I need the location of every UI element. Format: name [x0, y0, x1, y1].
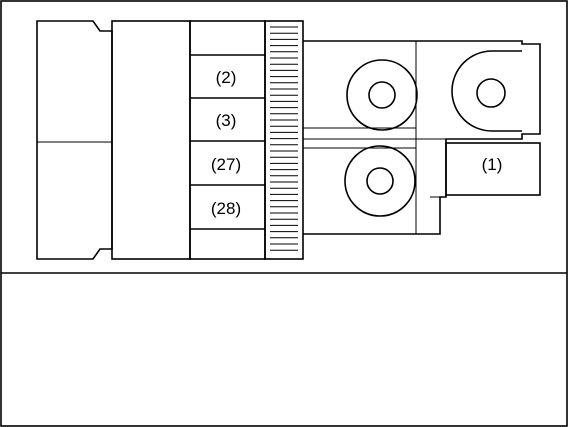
label-slot-28: (28): [211, 199, 241, 218]
label-item-1: (1): [482, 155, 503, 174]
upper-fastener-outer: [346, 59, 418, 131]
upper-fastener-inner: [368, 81, 396, 109]
connector-body: [111, 20, 191, 260]
mounting-tab: [451, 50, 522, 132]
rib-lines: [270, 26, 298, 251]
label-slot-27: (27): [211, 155, 241, 174]
bracket-plate: [303, 40, 541, 235]
label-slot-3: (3): [216, 111, 237, 130]
lower-fastener-outer: [344, 145, 416, 217]
left-plug-housing: [36, 20, 113, 260]
label-slot-2: (2): [216, 68, 237, 87]
item-1-box: [445, 142, 541, 196]
slot-column: [189, 20, 266, 260]
lower-fastener-inner: [366, 167, 394, 195]
mounting-tab-hole: [476, 78, 506, 108]
ribbed-strip: [264, 20, 304, 260]
